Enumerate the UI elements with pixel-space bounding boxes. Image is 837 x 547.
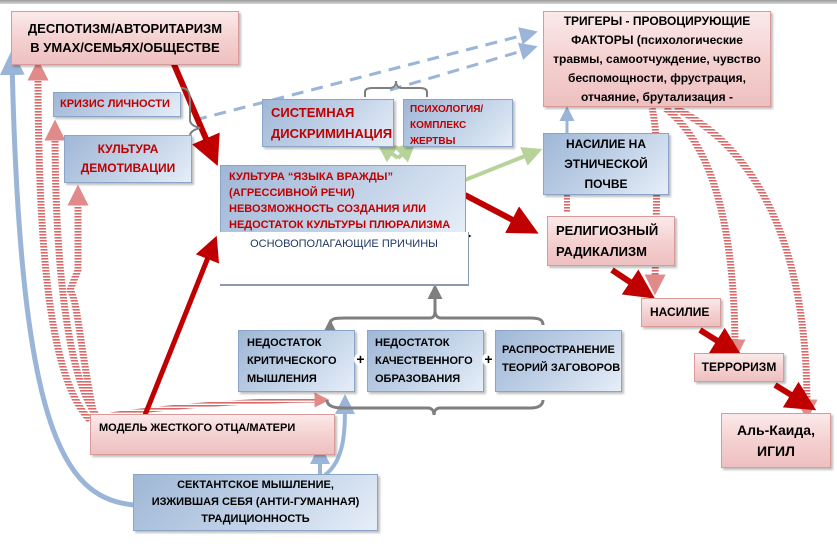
node-despotism: ДЕСПОТИЗМ/АВТОРИТАРИЗМ В УМАХ/СЕМЬЯХ/ОБЩ… xyxy=(11,11,239,65)
node-demotivation-culture-label: КУЛЬТУРА ДЕМОТИВАЦИИ xyxy=(80,142,176,175)
cause-arrow-despotism-to-hate-speech xyxy=(170,60,220,167)
node-sectarian-thinking-label: СЕКТАНТСКОЕ МЫШЛЕНИЕ, ИЗЖИВШАЯ СЕБЯ (АНТ… xyxy=(151,479,360,525)
node-strict-parent-model-label: МОДЕЛЬ ЖЕСТКОГО ОТЦА/МАТЕРИ xyxy=(99,422,296,434)
node-victim-psychology: ПСИХОЛОГИЯ/ КОМПЛЕКС ЖЕРТВЫ xyxy=(403,99,513,147)
dashed-arrow-crisis-to-triggers xyxy=(194,27,538,122)
trigger-arrow-to-alqaeda xyxy=(673,104,818,421)
node-al-qaeda-isis: Аль-Каида, ИГИЛ xyxy=(721,413,831,468)
node-al-qaeda-isis-label: Аль-Каида, ИГИЛ xyxy=(737,421,815,459)
cause-arrow-terrorism-to-alqaeda xyxy=(773,381,817,411)
node-despotism-label: ДЕСПОТИЗМ/АВТОРИТАРИЗМ В УМАХ/СЕМЬЯХ/ОБЩ… xyxy=(27,21,223,55)
node-triggers: ТРИГЕРЫ - ПРОВОЦИРУЮЩИЕ ФАКТОРЫ (психоло… xyxy=(543,11,771,107)
related-arrow-to-discrimination xyxy=(376,142,400,163)
node-triggers-details: (психологические травмы, самоотчуждение,… xyxy=(553,32,761,104)
node-systemic-discrimination-label: СИСТЕМНАЯ ДИСКРИМИНАЦИЯ xyxy=(271,105,393,141)
node-terrorism-label: ТЕРРОРИЗМ xyxy=(701,360,777,374)
trigger-arrow-parent-to-thinking xyxy=(109,392,330,418)
node-sectarian-thinking: СЕКТАНТСКОЕ МЫШЛЕНИЕ, ИЗЖИВШАЯ СЕБЯ (АНТ… xyxy=(133,474,378,531)
cause-arrow-violence-to-terrorism xyxy=(698,327,743,357)
trigger-arrow-to-terrorism xyxy=(662,105,746,361)
node-violence: НАСИЛИЕ xyxy=(641,298,721,327)
cause-arrow-parent-to-hate-speech xyxy=(142,235,220,416)
node-hate-speech-culture-label: КУЛЬТУРА “ЯЗЫКА ВРАЖДЫ” (АГРЕССИВНОЙ РЕЧ… xyxy=(229,170,451,231)
node-victim-psychology-label: ПСИХОЛОГИЯ/ КОМПЛЕКС ЖЕРТВЫ xyxy=(410,104,484,147)
node-lack-quality-education: НЕДОСТАТОК КАЧЕСТВЕННОГО ОБРАЗОВАНИЯ xyxy=(367,330,484,392)
cause-arrow-religious-to-violence xyxy=(610,267,655,299)
plus-icon-2: + xyxy=(482,352,495,366)
root-causes-panel: ОСНОВОПОЛАГАЮЩИЕ ПРИЧИНЫ xyxy=(220,232,469,286)
node-ethnic-violence: НАСИЛИЕ НА ЭТНИЧЕСКОЙ ПОЧВЕ xyxy=(543,133,669,195)
dashed-arrow-discrimination-to-triggers xyxy=(389,42,538,92)
plus-icon-1: + xyxy=(354,352,367,366)
cause-arrow-hate-speech-to-religious xyxy=(463,192,539,234)
node-lack-critical-thinking: НЕДОСТАТОК КРИТИЧЕСКОГО МЫШЛЕНИЯ xyxy=(238,330,355,392)
top-border xyxy=(0,0,837,4)
node-terrorism: ТЕРРОРИЗМ xyxy=(694,353,784,382)
node-lack-critical-thinking-label: НЕДОСТАТОК КРИТИЧЕСКОГО МЫШЛЕНИЯ xyxy=(247,337,337,385)
root-causes-label: ОСНОВОПОЛАГАЮЩИЕ ПРИЧИНЫ xyxy=(250,238,438,250)
node-religious-radicalism: РЕЛИГИОЗНЫЙ РАДИКАЛИЗМ xyxy=(547,216,675,266)
feedback-arrow-sectarian-to-despotism xyxy=(0,50,136,508)
node-lack-quality-education-label: НЕДОСТАТОК КАЧЕСТВЕННОГО ОБРАЗОВАНИЯ xyxy=(375,337,473,385)
node-systemic-discrimination: СИСТЕМНАЯ ДИСКРИМИНАЦИЯ xyxy=(262,99,394,147)
bracket-top-causes xyxy=(322,309,545,335)
node-hate-speech-culture: КУЛЬТУРА “ЯЗЫКА ВРАЖДЫ” (АГРЕССИВНОЙ РЕЧ… xyxy=(220,165,466,236)
node-conspiracy-theories: РАСПРОСТРАНЕНИЕ ТЕОРИЙ ЗАГОВОРОВ xyxy=(495,330,622,392)
feedback-arrow-sectarian-to-education xyxy=(323,394,355,477)
related-arrow-to-ethnic-violence xyxy=(464,147,543,182)
node-strict-parent-model: МОДЕЛЬ ЖЕСТКОГО ОТЦА/МАТЕРИ xyxy=(90,414,335,455)
trigger-arrow-parent-to-demotivation xyxy=(65,184,99,421)
node-triggers-text: ТРИГЕРЫ - ПРОВОЦИРУЮЩИЕ ФАКТОРЫ (психоло… xyxy=(550,12,764,107)
bracket-discrimination-psychology xyxy=(364,80,428,97)
trigger-arrow-parent-to-despotism xyxy=(27,59,93,423)
node-ethnic-violence-label: НАСИЛИЕ НА ЭТНИЧЕСКОЙ ПОЧВЕ xyxy=(564,137,648,191)
node-violence-label: НАСИЛИЕ xyxy=(650,305,710,319)
node-personality-crisis: КРИЗИС ЛИЧНОСТИ xyxy=(53,92,181,117)
node-personality-crisis-label: КРИЗИС ЛИЧНОСТИ xyxy=(60,98,170,110)
node-conspiracy-theories-label: РАСПРОСТРАНЕНИЕ ТЕОРИЙ ЗАГОВОРОВ xyxy=(502,344,621,374)
node-demotivation-culture: КУЛЬТУРА ДЕМОТИВАЦИИ xyxy=(64,135,192,183)
related-arrow-to-psychology xyxy=(394,141,416,163)
node-triggers-title: ТРИГЕРЫ - ПРОВОЦИРУЮЩИЕ ФАКТОРЫ xyxy=(563,13,751,47)
bracket-bottom-causes xyxy=(325,399,545,416)
node-religious-radicalism-label: РЕЛИГИОЗНЫЙ РАДИКАЛИЗМ xyxy=(556,223,659,259)
